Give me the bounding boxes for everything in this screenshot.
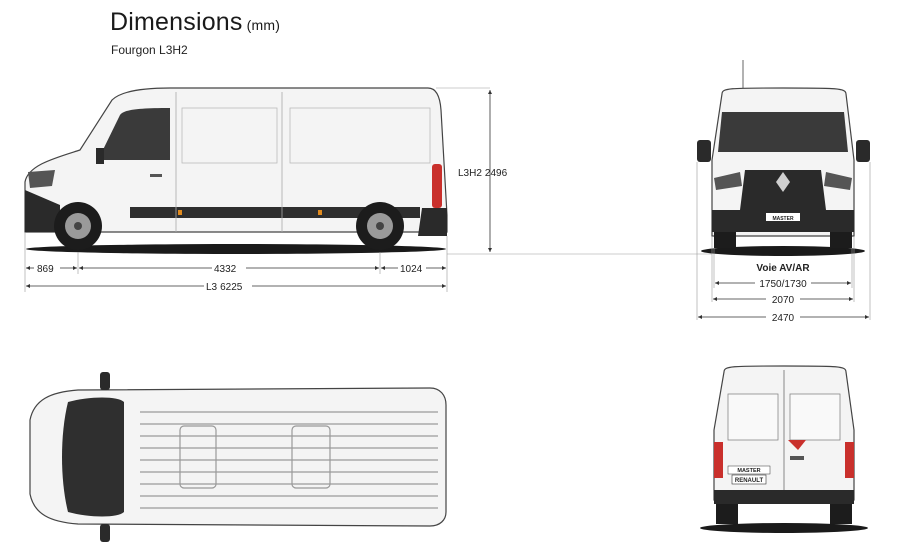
headlight: [28, 170, 55, 188]
rear-tyre-left: [716, 504, 738, 524]
front-tyre-left: [714, 232, 736, 248]
front-wheel: [54, 202, 102, 250]
rear-bumper: [418, 208, 447, 236]
height-value: 2496: [485, 168, 508, 179]
roof-outline: [29, 387, 447, 527]
title-unit: (mm): [246, 17, 281, 33]
rear-tyre-right: [830, 504, 852, 524]
front-badge: MASTER: [772, 216, 794, 222]
rear-window-sticker: [788, 440, 806, 450]
body-panel-1: [181, 107, 278, 164]
title-text: Dimensions: [110, 8, 243, 36]
rear-brand-badge: RENAULT: [735, 478, 764, 484]
rear-overhang-value: 1024: [400, 264, 423, 275]
front-bumper: [25, 190, 60, 232]
windscreen: [718, 112, 848, 152]
front-overhang-value: 869: [37, 264, 54, 275]
side-indicator: [178, 210, 182, 215]
side-mirror: [96, 148, 104, 164]
height-code: L3H2: [458, 168, 482, 179]
top-mirror-right: [100, 524, 110, 542]
side-rubbing-strip: [130, 207, 420, 218]
rear-light-right: [845, 442, 854, 478]
rear-plate: [731, 474, 767, 485]
front-tyre-right: [830, 232, 852, 248]
rear-model-badge-plate: [727, 465, 771, 475]
front-shadow: [701, 246, 865, 256]
front-dimensions: Voie AV/AR 1750/1730 2070 2470: [696, 162, 871, 324]
page-subtitle: Fourgon L3H2: [111, 43, 188, 57]
left-mirror: [697, 140, 711, 162]
brand-logo: [776, 172, 790, 192]
body-panel-2: [289, 107, 431, 164]
rear-window-left: [727, 393, 779, 441]
roof-hatch-1: [179, 425, 217, 489]
page-title: Dimensions(mm): [110, 8, 280, 37]
front-plate: [766, 213, 800, 221]
door-handle: [150, 174, 162, 177]
rear-wheel: [356, 202, 404, 250]
right-mirror: [856, 140, 870, 162]
side-shadow: [26, 244, 446, 254]
rear-view: MASTER RENAULT: [700, 365, 868, 533]
roof-ribs: [140, 411, 438, 509]
front-headlight-right: [824, 172, 852, 190]
rear-window-right: [789, 393, 841, 441]
roof-hatch-2: [291, 425, 331, 489]
cab-window: [98, 108, 170, 160]
front-headlight-left: [714, 172, 742, 190]
rear-shadow: [700, 523, 868, 533]
top-mirror-left: [100, 372, 110, 390]
taillight: [432, 164, 442, 208]
top-view: [29, 372, 447, 542]
rear-door-handle: [790, 456, 804, 460]
windscreen-top: [62, 397, 124, 517]
track-value: 1750/1730: [759, 279, 807, 290]
width-mirrors-value: 2470: [772, 313, 795, 324]
track-label: Voie AV/AR: [756, 263, 810, 274]
length-value: 6225: [220, 282, 243, 293]
rear-model-badge: MASTER: [737, 468, 760, 474]
front-view: MASTER: [697, 60, 870, 256]
side-marker: [318, 210, 322, 215]
wheelbase-value: 4332: [214, 264, 237, 275]
rear-light-left: [714, 442, 723, 478]
length-code: L3: [206, 282, 218, 293]
side-view: [24, 87, 448, 254]
rear-bumper-lower: [714, 490, 854, 504]
width-body-value: 2070: [772, 295, 795, 306]
